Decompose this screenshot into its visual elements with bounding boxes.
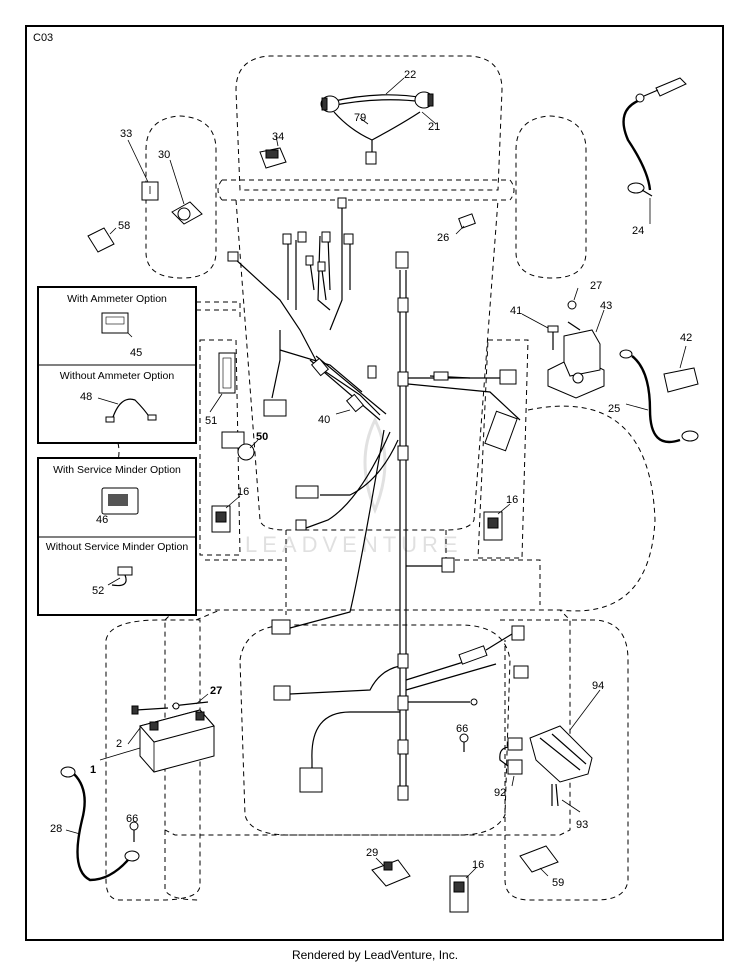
starter-solenoid-part: [521, 287, 605, 399]
diagram-code: C03: [33, 32, 53, 44]
callout-29: 29: [366, 847, 378, 859]
brake-switch-part: [449, 867, 477, 913]
callout-16-bottom: 16: [472, 859, 484, 871]
light-switch-part: [259, 135, 287, 169]
watermark-text: LEADVENTURE: [245, 532, 463, 557]
callout-66-left: 66: [126, 813, 138, 825]
callout-27-battery: 27: [210, 685, 222, 697]
footer-credit: Rendered by LeadVenture, Inc.: [291, 948, 459, 962]
callout-66-right: 66: [456, 723, 468, 735]
callout-94: 94: [592, 680, 604, 692]
callout-34: 34: [272, 131, 284, 143]
without-ammeter-title: Without Ammeter Option: [60, 370, 175, 382]
headlight-harness: [320, 77, 437, 165]
service-minder-part: [101, 487, 139, 515]
battery-positive-cable-part: [60, 766, 140, 882]
relay-part: [209, 352, 236, 413]
callout-1: 1: [90, 764, 96, 776]
callout-43: 43: [600, 300, 612, 312]
ammeter-part: [101, 312, 133, 338]
callout-2: 2: [116, 738, 122, 750]
bolt-part-right: [459, 733, 469, 752]
callout-16-left: 16: [237, 486, 249, 498]
battery-part: [99, 693, 215, 773]
callout-25: 25: [608, 403, 620, 415]
starter-cable-part: [619, 345, 699, 444]
fuse-part: [455, 213, 476, 235]
with-ammeter-title: With Ammeter Option: [67, 293, 167, 305]
callout-92: 92: [494, 787, 506, 799]
battery-ground-cable-part: [622, 77, 687, 224]
regulator-part: [519, 845, 559, 877]
tractor-outline: [105, 55, 656, 901]
callout-41: 41: [510, 305, 522, 317]
callout-22: 22: [404, 69, 416, 81]
service-minder-jumper-part: [107, 566, 133, 587]
bolt-part-left: [129, 821, 139, 842]
service-minder-option-box: With Service Minder Option Without Servi…: [37, 457, 197, 616]
key-part: [87, 227, 117, 253]
pto-switch-part: [221, 431, 259, 461]
callout-58: 58: [118, 220, 130, 232]
callout-40: 40: [318, 414, 330, 426]
callout-26: 26: [437, 232, 449, 244]
callout-93: 93: [576, 819, 588, 831]
hour-meter-part: [371, 857, 411, 887]
jumper-wire-part: [97, 397, 157, 423]
callout-30: 30: [158, 149, 170, 161]
watermark: LEADVENTURE: [245, 416, 463, 557]
callout-59: 59: [552, 877, 564, 889]
callout-27-top: 27: [590, 280, 602, 292]
main-wire-harness: [227, 197, 529, 801]
callout-42: 42: [680, 332, 692, 344]
callout-79: 79: [354, 112, 366, 124]
interlock-module-part: [499, 689, 601, 813]
callout-33: 33: [120, 128, 132, 140]
callout-46: 46: [96, 514, 108, 526]
callout-48: 48: [80, 391, 92, 403]
with-service-minder-title: With Service Minder Option: [53, 464, 181, 476]
callout-50: 50: [256, 431, 268, 443]
ammeter-option-box: With Ammeter Option Without Ammeter Opti…: [37, 286, 197, 444]
seat-switch-right-part: [483, 503, 511, 541]
callout-45: 45: [130, 347, 142, 359]
callout-21: 21: [428, 121, 440, 133]
ignition-switch-part: [127, 139, 203, 225]
callout-52: 52: [92, 585, 104, 597]
seat-switch-left-part: [211, 495, 241, 533]
without-service-minder-title: Without Service Minder Option: [46, 541, 189, 553]
callout-16-right: 16: [506, 494, 518, 506]
callout-24: 24: [632, 225, 644, 237]
diagram-frame: [25, 25, 724, 941]
callout-28: 28: [50, 823, 62, 835]
callout-51: 51: [205, 415, 217, 427]
